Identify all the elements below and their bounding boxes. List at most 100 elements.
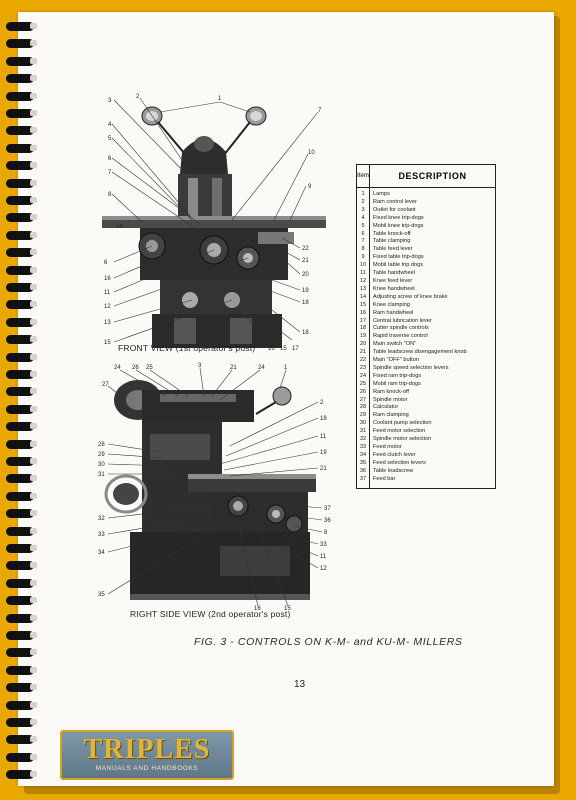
item-description: Calculator xyxy=(369,404,496,413)
column-header-item: Item xyxy=(356,164,370,188)
binding-hole xyxy=(30,57,37,64)
binding-ring xyxy=(6,283,34,292)
front-callout: 19 xyxy=(302,288,309,294)
binding-hole xyxy=(30,475,37,482)
front-view-callout-numbers: 1 2 3 4 5 6 7 8 7 10 9 6 16 11 12 13 15 … xyxy=(104,94,322,352)
side-callout: 1 xyxy=(284,365,288,371)
item-description: Spindle speed selection levers xyxy=(369,364,496,373)
front-callout: 18 xyxy=(302,300,309,306)
item-number: 26 xyxy=(359,388,367,395)
table-row: 3 Outlet for coolant xyxy=(357,206,496,215)
item-description: Lamps xyxy=(369,187,496,199)
binding-ring xyxy=(6,387,34,397)
front-callout: 2 xyxy=(136,94,140,100)
logo-tagline: MANUALS AND HANDBOOKS xyxy=(95,765,199,772)
item-number: 16 xyxy=(359,309,367,316)
item-description: Mobil knee trip-dogs xyxy=(369,222,496,231)
item-number: 21 xyxy=(359,349,367,356)
binding-ring xyxy=(6,352,34,362)
binding-hole xyxy=(30,301,37,308)
front-callout: 11 xyxy=(104,290,111,296)
item-description: Feed selection levers xyxy=(369,459,496,468)
item-description: Main switch "ON" xyxy=(369,341,496,350)
item-number: 17 xyxy=(359,317,367,324)
item-description: Table knock-off xyxy=(369,230,496,239)
side-callout: 18 xyxy=(320,416,327,422)
binding-ring xyxy=(6,509,34,519)
binding-ring xyxy=(6,178,34,188)
front-callout: 4 xyxy=(108,122,112,128)
binding-ring xyxy=(6,370,34,379)
item-number: 32 xyxy=(359,436,367,443)
item-number: 12 xyxy=(359,277,367,284)
item-description: Outlet for coolant xyxy=(369,206,496,215)
side-callout: 30 xyxy=(98,462,105,468)
binding-hole xyxy=(30,110,37,116)
item-number: 9 xyxy=(361,254,365,261)
manual-page: 1 2 3 4 5 6 7 8 7 10 9 6 16 11 12 13 15 … xyxy=(18,12,554,786)
binding-ring xyxy=(6,631,34,640)
binding-hole xyxy=(30,771,37,778)
binding-ring xyxy=(6,126,34,136)
binding-hole xyxy=(30,144,37,151)
item-description: Table leadscrew xyxy=(369,467,496,476)
binding-hole xyxy=(30,753,37,760)
side-callout: 11 xyxy=(320,434,327,440)
binding-ring xyxy=(6,439,34,449)
item-description: Adjusting screw of knee brake xyxy=(369,293,496,302)
item-description: Table feed lever xyxy=(369,246,496,255)
item-description: Cutter spindle controls xyxy=(369,325,496,334)
figure-caption: FIG. 3 - CONTROLS ON K-M- and KU-M- MILL… xyxy=(194,636,463,648)
item-number: 14 xyxy=(359,293,367,300)
binding-ring xyxy=(6,700,34,710)
binding-ring xyxy=(6,596,34,606)
item-number: 6 xyxy=(361,230,365,237)
front-callout: 15 xyxy=(280,346,287,352)
item-description: Knee handwheel xyxy=(369,285,496,294)
binding-ring xyxy=(6,91,34,101)
side-callout: 15 xyxy=(284,606,291,612)
item-number: 3 xyxy=(361,206,365,213)
binding-hole xyxy=(30,318,37,325)
item-description: Feed motor selection xyxy=(369,428,496,437)
binding-ring xyxy=(6,491,34,501)
side-callout: 21 xyxy=(230,365,237,371)
binding-ring xyxy=(6,74,34,84)
item-number: 4 xyxy=(361,214,365,221)
side-callout: 19 xyxy=(320,450,327,456)
side-callout: 11 xyxy=(320,554,327,560)
item-description: Fixed ram trip-dogs xyxy=(369,372,496,381)
item-number: 2 xyxy=(361,198,365,205)
spiral-binding xyxy=(0,12,40,786)
item-number: 28 xyxy=(359,404,367,411)
item-description: Ram handwheel xyxy=(369,309,496,318)
binding-ring xyxy=(6,735,34,745)
side-view-leader-lines xyxy=(107,367,323,607)
item-number: 36 xyxy=(359,467,367,474)
binding-hole xyxy=(30,545,37,551)
binding-ring xyxy=(6,230,34,240)
item-number: 29 xyxy=(359,412,367,419)
binding-hole xyxy=(30,614,37,621)
side-callout: 33 xyxy=(98,532,105,538)
item-number: 25 xyxy=(359,380,367,387)
binding-ring xyxy=(6,143,34,153)
binding-ring xyxy=(6,335,34,345)
logo-wordmark: TRIPLES xyxy=(83,734,211,765)
binding-hole xyxy=(30,666,37,673)
front-callout: 3 xyxy=(108,98,112,104)
front-callout: 16 xyxy=(104,276,111,282)
binding-ring xyxy=(6,578,34,588)
front-callout: 6 xyxy=(104,260,108,266)
side-callout: 8 xyxy=(324,530,328,536)
front-view-machine xyxy=(102,106,326,348)
binding-hole xyxy=(30,458,37,464)
side-callout: 31 xyxy=(98,472,105,478)
